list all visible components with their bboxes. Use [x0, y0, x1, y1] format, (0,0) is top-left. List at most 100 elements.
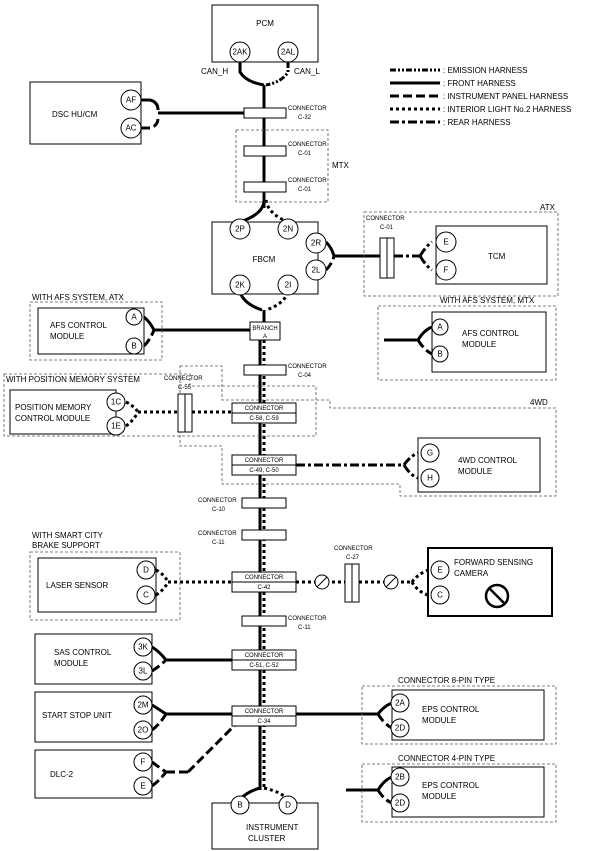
position-label-1: POSITION MEMORY	[15, 403, 92, 412]
camera-pin-c	[430, 585, 450, 605]
pcm-pin-2ak	[229, 41, 251, 63]
pin-label: 2N	[283, 225, 293, 234]
pcm-module	[211, 4, 319, 63]
afs-atx-label-1: AFS CONTROL	[50, 321, 107, 330]
pin-label: 2B	[395, 773, 405, 782]
awd-group-label: 4WD	[530, 398, 548, 407]
cluster-label-2: CLUSTER	[248, 834, 286, 843]
pin-label: 2O	[138, 726, 149, 735]
pin-label: AC	[125, 124, 136, 133]
dlc-module	[34, 749, 153, 799]
pin-label: 2R	[311, 239, 321, 248]
eps4-label-2: MODULE	[422, 792, 456, 801]
laser-label: LASER SENSOR	[46, 581, 108, 590]
awd-label-1: 4WD CONTROL	[458, 456, 518, 465]
fbcm-pin-2p	[229, 218, 251, 240]
dlc-label: DLC-2	[50, 770, 74, 779]
connector-label: C-04	[298, 373, 312, 379]
wire-fbcm-2l	[324, 255, 336, 272]
wire-afs-a	[143, 315, 156, 331]
branch-label: A	[263, 334, 267, 340]
position-module	[9, 389, 117, 435]
pin-label: C	[437, 591, 443, 600]
position-pin-1e	[106, 416, 126, 436]
pin-label: F	[141, 758, 146, 767]
connector-c11	[241, 615, 287, 627]
afs-atx-label-2: MODULE	[50, 332, 84, 341]
connector-label: C-10	[212, 507, 226, 513]
wire-afs-mtx-b	[416, 339, 433, 356]
laser-pin-d	[136, 560, 156, 580]
branch-a	[249, 321, 281, 341]
dsc-pin-ac	[120, 117, 142, 139]
position-frame	[3, 373, 317, 437]
sas-pin-3l	[133, 661, 153, 681]
ssu-pin-2o	[133, 720, 153, 740]
wire-pcm-can-h	[238, 62, 265, 87]
laser-group-label-1: WITH SMART CITY	[32, 531, 103, 540]
connector-label: CONNECTOR	[288, 106, 327, 112]
wire-ssu-2o	[151, 713, 168, 732]
eps8-label-2: MODULE	[422, 716, 456, 725]
pin-label: AF	[126, 96, 136, 105]
pin-label: 2A	[395, 699, 405, 708]
pin-label: 3K	[138, 643, 148, 652]
group-frames: MTX ATX WITH AFS SYSTEM, ATX WITH AFS SY…	[3, 129, 559, 823]
dlc-pin-e	[133, 776, 153, 796]
fbcm-module	[211, 221, 319, 295]
pin-label: 2D	[395, 799, 405, 808]
eps8-label-1: EPS CONTROL	[422, 705, 480, 714]
pin-label: E	[443, 238, 448, 247]
connector-c32	[243, 107, 287, 119]
twisted-pair-icon	[314, 574, 330, 590]
eps8-module	[391, 689, 545, 741]
awd-module	[417, 437, 541, 493]
position-label-2: CONTROL MODULE	[15, 414, 90, 423]
position-group-label: WITH POSITION MEMORY SYSTEM	[6, 375, 140, 384]
pin-label: 2K	[235, 281, 245, 290]
pin-label: 2M	[137, 701, 148, 710]
wire-camera-e	[410, 568, 429, 583]
pin-label: 2I	[285, 281, 292, 290]
tcm-frame	[363, 211, 559, 297]
eps4-label-1: EPS CONTROL	[422, 781, 480, 790]
connector-label: C-11	[212, 540, 225, 546]
wire-dsc-ac	[141, 117, 160, 130]
connector-label: C-34	[257, 719, 271, 725]
ssu-module	[34, 691, 153, 743]
eps8-pin-2d	[390, 718, 410, 738]
pin-label: E	[437, 566, 442, 575]
pin-label: C	[143, 591, 149, 600]
prohibited-icon	[484, 583, 510, 609]
connector-label: CONNECTOR	[334, 546, 373, 552]
afs-mtx-label-2: MODULE	[462, 340, 496, 349]
wire-dsc-af	[141, 98, 160, 111]
connector-label: CONNECTOR	[288, 178, 327, 184]
connector-label: C-27	[346, 555, 360, 561]
wire-4wd-h	[402, 464, 419, 480]
pcm-label: PCM	[256, 19, 274, 28]
wire-afs-mtx-a	[416, 325, 433, 341]
connector-label: C-01	[380, 225, 394, 231]
mtx-label: MTX	[332, 161, 350, 170]
wire-eps4-2b	[376, 775, 393, 791]
wire-afs-b	[142, 329, 156, 348]
pin-label: H	[427, 474, 433, 483]
wire-dlc-f	[151, 760, 167, 774]
wire-pcm-can-l	[265, 62, 290, 87]
pin-label: 2D	[395, 724, 405, 733]
connector-label: C-51, C-52	[249, 663, 279, 669]
connector-label: CONNECTOR	[366, 216, 405, 222]
connector-label: CONNECTOR	[245, 406, 284, 412]
fbcm-pin-2i	[277, 274, 299, 296]
pcm-pin-2al	[277, 41, 299, 63]
wire-tcm-f	[418, 255, 433, 272]
cluster-pin-b	[230, 795, 250, 815]
pin-label: G	[427, 449, 433, 458]
cluster-pin-d	[278, 795, 298, 815]
afs-atx-frame	[29, 301, 163, 361]
wire-dlc-b	[186, 718, 242, 774]
wire-4wd-g	[402, 451, 419, 466]
afs-atx-pin-a	[125, 308, 143, 326]
afs-mtx-group-label: WITH AFS SYSTEM, MTX	[440, 296, 535, 305]
